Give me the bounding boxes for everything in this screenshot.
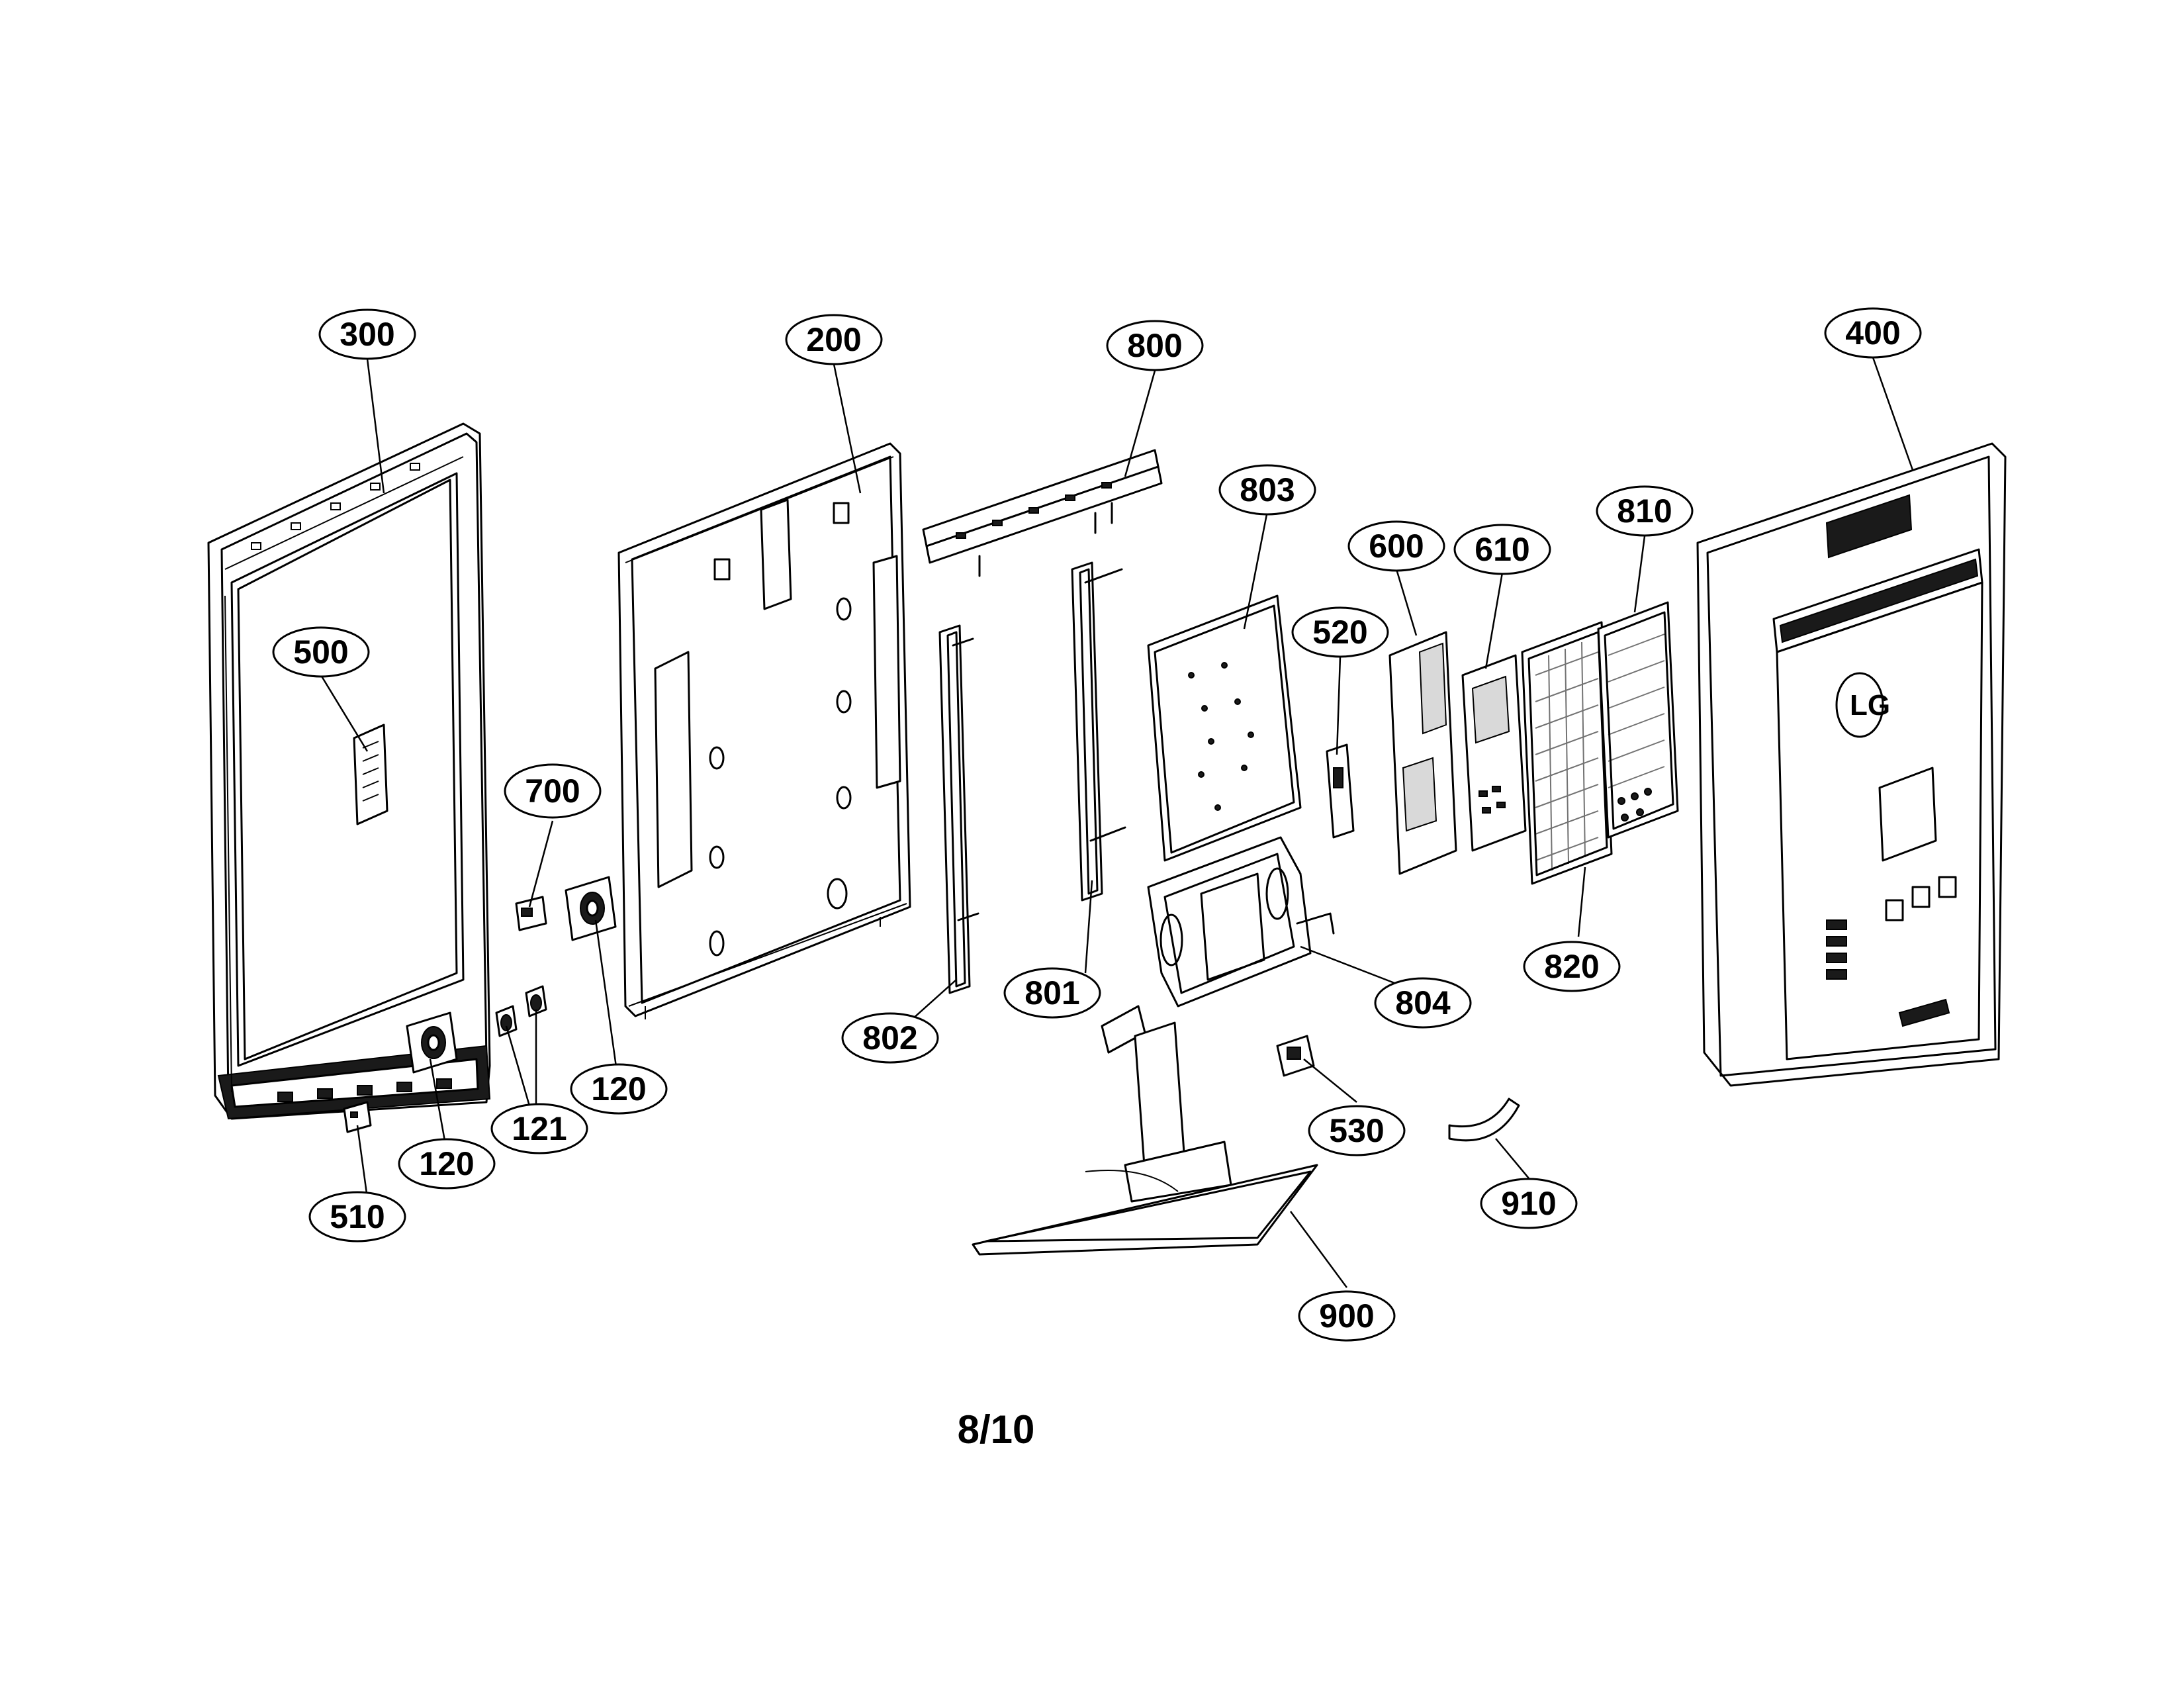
part-910-cable-cover bbox=[1448, 1098, 1520, 1142]
part-200-lcd-module bbox=[617, 442, 911, 1019]
callout-800: 800 bbox=[1106, 320, 1204, 371]
part-121-bracket-b bbox=[525, 985, 547, 1017]
part-900-stand bbox=[972, 1021, 1318, 1256]
part-121-bracket-a bbox=[495, 1005, 518, 1037]
callout-810-label: 810 bbox=[1617, 492, 1672, 530]
callout-520-label: 520 bbox=[1312, 614, 1367, 651]
callout-520: 520 bbox=[1291, 606, 1389, 658]
callout-610-label: 610 bbox=[1475, 531, 1529, 568]
callout-530-label: 530 bbox=[1329, 1112, 1384, 1149]
callout-802-label: 802 bbox=[862, 1019, 917, 1056]
callout-400: 400 bbox=[1824, 307, 1922, 359]
callout-600-label: 600 bbox=[1369, 528, 1424, 565]
callout-700: 700 bbox=[504, 763, 602, 819]
callout-801-label: 801 bbox=[1024, 974, 1079, 1011]
callout-801: 801 bbox=[1003, 967, 1101, 1019]
callout-121-label: 121 bbox=[512, 1110, 567, 1147]
page-number: 8/10 bbox=[958, 1407, 1035, 1452]
callout-700-label: 700 bbox=[525, 773, 580, 810]
callout-120-right: 120 bbox=[570, 1063, 668, 1115]
callout-900-label: 900 bbox=[1319, 1297, 1374, 1335]
callout-804: 804 bbox=[1374, 977, 1472, 1029]
brand-logo-text: LG bbox=[1850, 689, 1890, 722]
callout-200: 200 bbox=[785, 314, 883, 365]
callout-510: 510 bbox=[308, 1191, 406, 1243]
callout-900: 900 bbox=[1298, 1290, 1396, 1342]
part-820-shield-case bbox=[1521, 621, 1613, 885]
callout-820-label: 820 bbox=[1544, 948, 1599, 985]
part-810-shield-cover bbox=[1597, 601, 1679, 839]
part-804-stand-bracket bbox=[1101, 836, 1335, 1054]
part-800-top-bracket bbox=[922, 449, 1163, 577]
callout-120-right-label: 120 bbox=[591, 1070, 646, 1107]
part-510-small-board bbox=[343, 1101, 372, 1133]
part-700-sensor bbox=[515, 896, 547, 931]
callout-910: 910 bbox=[1480, 1178, 1578, 1229]
callout-300: 300 bbox=[318, 308, 416, 360]
part-520-ir-board bbox=[1326, 743, 1355, 839]
callout-120-left: 120 bbox=[398, 1138, 496, 1190]
part-500-key-strip bbox=[353, 724, 388, 825]
callout-600: 600 bbox=[1347, 520, 1445, 572]
part-803-shield-plate bbox=[1147, 594, 1302, 862]
callout-500-label: 500 bbox=[293, 633, 348, 671]
leader-lines bbox=[320, 357, 1914, 1288]
part-120-speaker-right bbox=[565, 876, 617, 941]
callout-500: 500 bbox=[272, 626, 370, 678]
callout-820: 820 bbox=[1523, 941, 1621, 992]
callout-802: 802 bbox=[841, 1012, 939, 1064]
part-802-left-bracket bbox=[938, 624, 979, 994]
part-530-power-switch bbox=[1276, 1035, 1315, 1077]
callout-803-label: 803 bbox=[1240, 471, 1295, 508]
callout-400-label: 400 bbox=[1845, 314, 1900, 352]
callout-910-label: 910 bbox=[1501, 1185, 1556, 1222]
part-120-speaker-left bbox=[406, 1011, 458, 1074]
callout-121: 121 bbox=[490, 1103, 588, 1154]
callout-510-label: 510 bbox=[330, 1198, 385, 1235]
callout-200-label: 200 bbox=[806, 321, 861, 358]
part-801-right-bracket bbox=[1071, 561, 1126, 902]
callout-610: 610 bbox=[1453, 524, 1551, 575]
callout-120-left-label: 120 bbox=[419, 1145, 474, 1182]
callout-800-label: 800 bbox=[1127, 327, 1182, 364]
callout-530: 530 bbox=[1308, 1105, 1406, 1156]
callout-803: 803 bbox=[1218, 464, 1316, 516]
part-400-back-cover: LG bbox=[1696, 442, 2007, 1087]
callout-810: 810 bbox=[1596, 485, 1694, 537]
part-610-main-board bbox=[1461, 654, 1527, 852]
callout-300-label: 300 bbox=[340, 316, 394, 353]
callout-804-label: 804 bbox=[1395, 984, 1451, 1021]
part-600-power-board bbox=[1388, 631, 1457, 875]
